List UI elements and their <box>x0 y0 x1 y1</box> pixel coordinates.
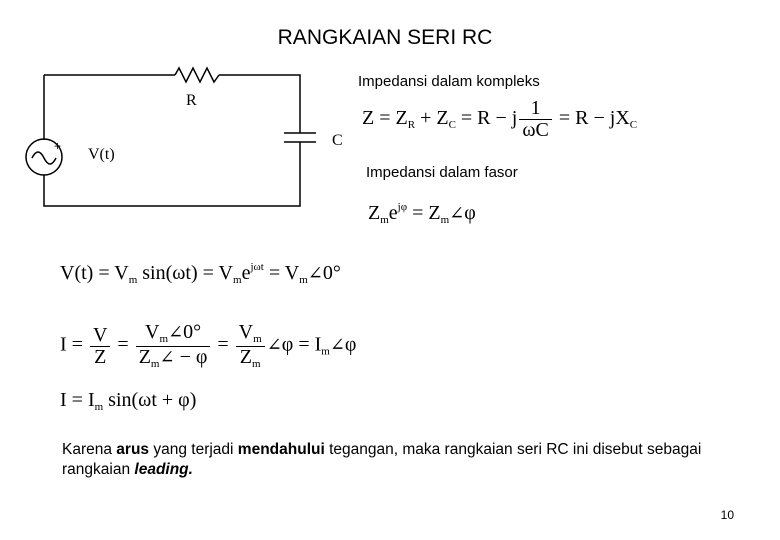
source-label: V(t) <box>88 146 115 163</box>
ac-wave-icon <box>31 151 57 165</box>
wire-top-right <box>219 74 301 133</box>
resistor-zigzag <box>174 66 220 84</box>
equation-voltage: V(t) = Vm sin(ωt) = Vmejωt = Vm∠0° <box>60 261 341 286</box>
capacitor-label: C <box>332 132 343 149</box>
bold-italic-leading: leading. <box>134 461 193 478</box>
equation-current-time: I = Im sin(ωt + φ) <box>60 389 197 413</box>
page-number: 10 <box>720 508 734 522</box>
impedance-complex-label: Impedansi dalam kompleks <box>358 73 540 90</box>
impedance-phasor-label: Impedansi dalam fasor <box>366 164 518 181</box>
equation-phasor-impedance: Zmejφ = Zm∠φ <box>368 201 476 226</box>
resistor-label: R <box>186 92 197 109</box>
bold-mendahului: mendahului <box>237 441 325 458</box>
rc-circuit-diagram: + <box>25 66 316 207</box>
wire-right-lower <box>43 142 301 207</box>
ac-source-circle <box>25 138 63 176</box>
source-plus-sign: + <box>54 139 61 153</box>
explanation-paragraph: Karena arus yang terjadi mendahului tega… <box>62 441 702 478</box>
page-title: RANGKAIAN SERI RC <box>277 26 493 49</box>
bold-arus: arus <box>116 441 150 458</box>
